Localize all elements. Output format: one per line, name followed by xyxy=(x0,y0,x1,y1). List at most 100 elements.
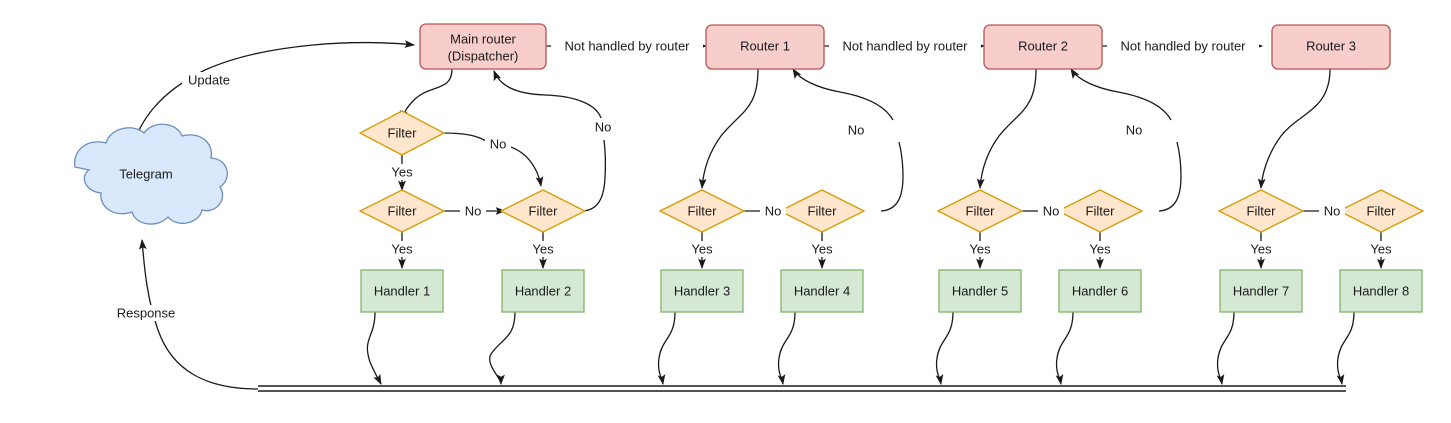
filter-5-label: Filter xyxy=(966,203,996,218)
main-router-label-line2: (Dispatcher) xyxy=(448,48,519,63)
edge-filter4-no-to-router1-b xyxy=(792,68,894,121)
filter-8-diamond xyxy=(1337,189,1425,233)
yes-top-main-bg xyxy=(386,164,418,180)
yes-2-bg xyxy=(527,241,559,257)
filter-6-node[interactable]: Filter xyxy=(1056,189,1144,233)
handler-4-node[interactable]: Handler 4 xyxy=(780,269,864,313)
edge-handler5-to-bus xyxy=(935,311,954,386)
no-inline-3-bg xyxy=(1038,203,1064,219)
router-3-box xyxy=(1271,24,1391,70)
filter-4-label: Filter xyxy=(808,203,838,218)
router-1-box xyxy=(705,24,825,70)
edge-handler8-to-bus xyxy=(1336,311,1355,386)
main-router-label-line1: Main router xyxy=(450,31,516,46)
handler-1-node[interactable]: Handler 1 xyxy=(360,269,444,313)
nodes-layer: Telegram Main router (Dispatcher) Router… xyxy=(74,23,1425,313)
filter-4-node[interactable]: Filter xyxy=(778,189,866,233)
no-top-main-bg xyxy=(485,136,511,152)
edge-filter6-no-to-router2-b xyxy=(1070,68,1172,121)
no-return-2-bg xyxy=(1121,122,1147,138)
filter-1-node[interactable]: Filter xyxy=(358,189,446,233)
filter-7-node[interactable]: Filter xyxy=(1217,189,1305,233)
handler-2-node[interactable]: Handler 2 xyxy=(501,269,585,313)
filter-2-node[interactable]: Filter xyxy=(499,189,587,233)
no-inline-4-bg xyxy=(1319,203,1345,219)
filter-3-node[interactable]: Filter xyxy=(658,189,746,233)
handler-8-node[interactable]: Handler 8 xyxy=(1339,269,1423,313)
handler-6-node[interactable]: Handler 6 xyxy=(1058,269,1142,313)
yes-5-bg xyxy=(964,241,996,257)
no-label-return-1: No xyxy=(848,122,865,137)
router-2-node[interactable]: Router 2 xyxy=(983,24,1103,70)
handler-5-label: Handler 5 xyxy=(952,283,1008,298)
yes-7-bg xyxy=(1245,241,1277,257)
update-label: Update xyxy=(188,72,230,87)
no-label-inline-4: No xyxy=(1324,203,1341,218)
filter-4-diamond xyxy=(778,189,866,233)
no-label-return-2: No xyxy=(1126,122,1143,137)
filter-1-diamond xyxy=(358,189,446,233)
no-label-top-main: No xyxy=(490,136,507,151)
filter-top-main-label: Filter xyxy=(388,125,418,140)
no-inline-1-bg xyxy=(460,203,486,219)
handler-4-label: Handler 4 xyxy=(794,283,850,298)
handler-7-label: Handler 7 xyxy=(1233,283,1289,298)
filter-8-node[interactable]: Filter xyxy=(1337,189,1425,233)
edge-filter4-no-to-router1 xyxy=(880,141,904,212)
yes-8-bg xyxy=(1365,241,1397,257)
filter-1-label: Filter xyxy=(388,203,418,218)
filter-6-label: Filter xyxy=(1086,203,1116,218)
no-return-1-bg xyxy=(843,122,869,138)
handler-5-node[interactable]: Handler 5 xyxy=(938,269,1022,313)
filter-top-main-diamond xyxy=(358,110,446,156)
no-label-inline-3: No xyxy=(1043,203,1060,218)
edge-filter6-no-to-router2 xyxy=(1158,141,1182,212)
router-3-label: Router 3 xyxy=(1306,38,1356,53)
handler-5-box xyxy=(938,269,1022,313)
cloud-icon xyxy=(74,123,228,225)
edge-handler2-to-bus xyxy=(489,311,516,386)
telegram-cloud-node[interactable]: Telegram xyxy=(74,123,228,225)
filter-top-main-node[interactable]: Filter xyxy=(358,110,446,156)
edge-router3-to-filter7 xyxy=(1257,68,1331,190)
router-1-node[interactable]: Router 1 xyxy=(705,24,825,70)
edge-filter2-no-to-mainrouter xyxy=(580,139,607,212)
edges-layer xyxy=(127,40,1385,392)
handler-3-node[interactable]: Handler 3 xyxy=(660,269,744,313)
edge-update xyxy=(127,40,416,161)
handler-6-label: Handler 6 xyxy=(1072,283,1128,298)
yes-label-6: Yes xyxy=(1089,241,1111,256)
filter-5-diamond xyxy=(936,189,1024,233)
edge-router2-to-filter5 xyxy=(976,68,1037,190)
not-handled-2-bg xyxy=(829,38,981,54)
telegram-label: Telegram xyxy=(119,166,172,181)
edge-mainrouter-to-filter-top xyxy=(400,68,453,122)
no-inline-2-bg xyxy=(760,203,786,219)
update-label-bg xyxy=(182,72,236,88)
filter-2-label: Filter xyxy=(529,203,559,218)
yes-label-7: Yes xyxy=(1250,241,1272,256)
yes-label-4: Yes xyxy=(811,241,833,256)
handler-1-box xyxy=(360,269,444,313)
handler-2-box xyxy=(501,269,585,313)
not-handled-by-router-label-3: Not handled by router xyxy=(1120,38,1246,53)
handler-2-label: Handler 2 xyxy=(515,283,571,298)
filter-8-label: Filter xyxy=(1367,203,1397,218)
edge-handler3-to-bus xyxy=(657,311,676,386)
filter-5-node[interactable]: Filter xyxy=(936,189,1024,233)
main-router-node[interactable]: Main router (Dispatcher) xyxy=(419,23,547,70)
edge-handler4-to-bus xyxy=(777,311,796,386)
edge-filter2-no-to-mainrouter-b xyxy=(493,70,602,119)
no-return-main-bg xyxy=(590,119,616,135)
filter-7-diamond xyxy=(1217,189,1305,233)
yes-3-bg xyxy=(686,241,718,257)
yes-label-2: Yes xyxy=(532,241,554,256)
yes-4-bg xyxy=(806,241,838,257)
handler-7-node[interactable]: Handler 7 xyxy=(1219,269,1303,313)
response-label: Response xyxy=(117,305,176,320)
edge-handler1-to-bus xyxy=(366,311,382,385)
router-3-node[interactable]: Router 3 xyxy=(1271,24,1391,70)
filter-7-label: Filter xyxy=(1247,203,1277,218)
filter-6-diamond xyxy=(1056,189,1144,233)
